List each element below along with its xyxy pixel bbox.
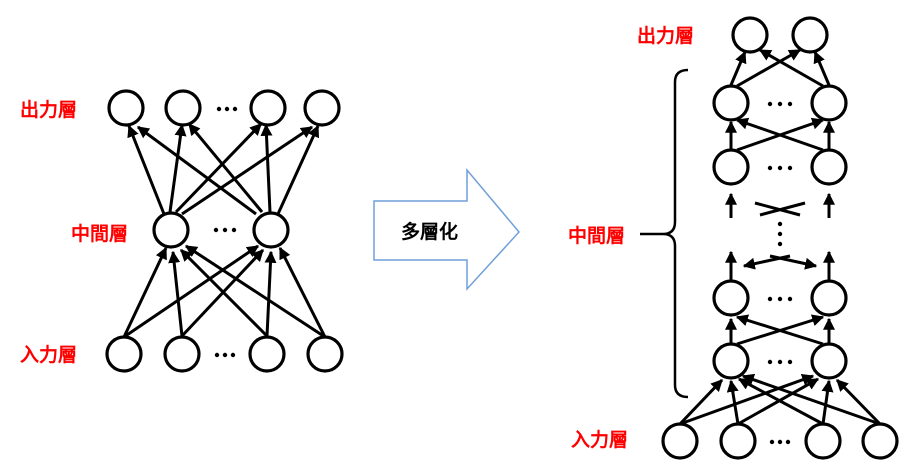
- right-input-node: [861, 422, 899, 460]
- right-input-node: [661, 422, 699, 460]
- left-network: 出力層 中間層 入力層: [20, 89, 344, 373]
- ellipsis-dot: [777, 296, 783, 302]
- ellipsis-dot: [787, 165, 793, 171]
- left-middle-label: 中間層: [71, 222, 128, 245]
- left-input-node: [306, 335, 344, 373]
- left-input-label: 入力層: [20, 343, 77, 366]
- ellipsis-dot: [777, 101, 783, 107]
- left-input-node: [105, 335, 143, 373]
- ellipsis-dot: [787, 296, 793, 302]
- vertical-ellipsis-dot: [777, 221, 783, 227]
- ellipsis-dot: [767, 359, 773, 365]
- right-hidden-node: [810, 279, 848, 317]
- right-hidden-edges-2: [725, 250, 835, 280]
- ellipsis-dot: [224, 106, 230, 112]
- arrow-label: 多層化: [401, 220, 458, 243]
- right-input-node: [804, 422, 842, 460]
- right-network: 出力層 中間層 入力層: [568, 16, 899, 460]
- multilayer-arrow: 多層化: [373, 167, 520, 291]
- ellipsis-dot: [785, 439, 791, 445]
- right-hidden-node: [712, 148, 750, 186]
- right-output-edges: [729, 48, 831, 88]
- left-output-node: [249, 89, 287, 127]
- left-middle-to-output-edges: [127, 122, 320, 216]
- left-output-node: [107, 89, 145, 127]
- ellipsis-dot: [213, 227, 219, 233]
- right-hidden-edges-1: [725, 314, 835, 346]
- right-hidden-edges-4: [725, 117, 835, 152]
- right-middle-label: 中間層: [568, 224, 625, 247]
- right-hidden-node: [712, 279, 750, 317]
- middle-layer-brace: [662, 68, 689, 399]
- right-arrow-icon: [373, 167, 520, 291]
- right-output-label: 出力層: [637, 24, 694, 47]
- vertical-ellipsis-dot: [777, 231, 783, 237]
- ellipsis-dot: [216, 106, 222, 112]
- ellipsis-dot: [787, 359, 793, 365]
- vertical-ellipsis-dot: [777, 241, 783, 247]
- ellipsis-dot: [767, 296, 773, 302]
- left-middle-node: [152, 211, 190, 249]
- right-output-node: [791, 16, 829, 54]
- ellipsis-dot: [787, 101, 793, 107]
- right-input-label: 入力層: [571, 428, 628, 451]
- right-hidden-node: [712, 342, 750, 380]
- ellipsis-dot: [767, 165, 773, 171]
- ellipsis-dot: [214, 352, 220, 358]
- ellipsis-dot: [777, 165, 783, 171]
- left-input-node: [248, 335, 286, 373]
- ellipsis-dot: [777, 359, 783, 365]
- right-input-node: [719, 422, 757, 460]
- left-input-node: [163, 335, 201, 373]
- ellipsis-dot: [232, 106, 238, 112]
- ellipsis-dot: [222, 227, 228, 233]
- ellipsis-dot: [230, 352, 236, 358]
- right-hidden-node: [712, 84, 750, 122]
- left-output-node: [303, 89, 341, 127]
- ellipsis-dot: [769, 439, 775, 445]
- right-hidden-node: [810, 342, 848, 380]
- ellipsis-dot: [777, 439, 783, 445]
- left-output-node: [164, 89, 202, 127]
- right-input-edges: [678, 373, 882, 426]
- right-hidden-node: [810, 148, 848, 186]
- left-output-label: 出力層: [20, 98, 77, 121]
- right-hidden-node: [810, 84, 848, 122]
- left-input-to-middle-edges: [122, 244, 327, 339]
- left-middle-node: [252, 211, 290, 249]
- ellipsis-dot: [222, 352, 228, 358]
- ellipsis-dot: [231, 227, 237, 233]
- right-output-node: [731, 16, 769, 54]
- ellipsis-dot: [767, 101, 773, 107]
- right-hidden-edges-3: [725, 192, 835, 218]
